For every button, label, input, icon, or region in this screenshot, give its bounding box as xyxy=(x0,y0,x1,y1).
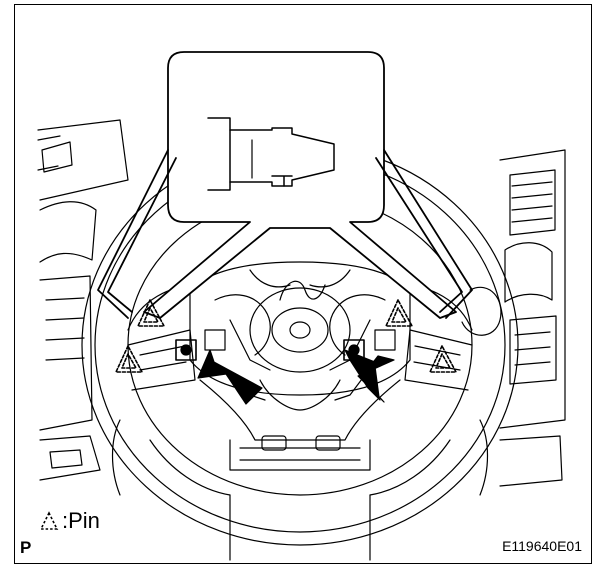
detail-callout xyxy=(143,51,457,319)
legend-text: :Pin xyxy=(62,508,100,533)
pin-triangle-right-upper xyxy=(385,299,413,327)
pin-triangle-left-upper xyxy=(137,299,165,327)
arrow-left-icon xyxy=(197,349,263,405)
pin-legend: :Pin xyxy=(38,508,100,534)
steering-hub xyxy=(189,261,411,411)
triangle-dashed-icon xyxy=(39,511,59,530)
right-dashboard xyxy=(461,149,566,487)
figure-code: E119640E01 xyxy=(502,538,582,554)
corner-mark: P xyxy=(20,538,32,557)
callout-leader-lines xyxy=(97,149,473,319)
steering-column xyxy=(111,419,489,561)
pin-triangle-right-lower xyxy=(429,345,457,373)
arrow-right-icon xyxy=(344,349,395,403)
mounting-nut-left xyxy=(175,339,197,361)
figure-frame xyxy=(14,4,592,564)
left-dashboard xyxy=(37,119,129,481)
pin-triangle-left-lower xyxy=(115,345,143,373)
